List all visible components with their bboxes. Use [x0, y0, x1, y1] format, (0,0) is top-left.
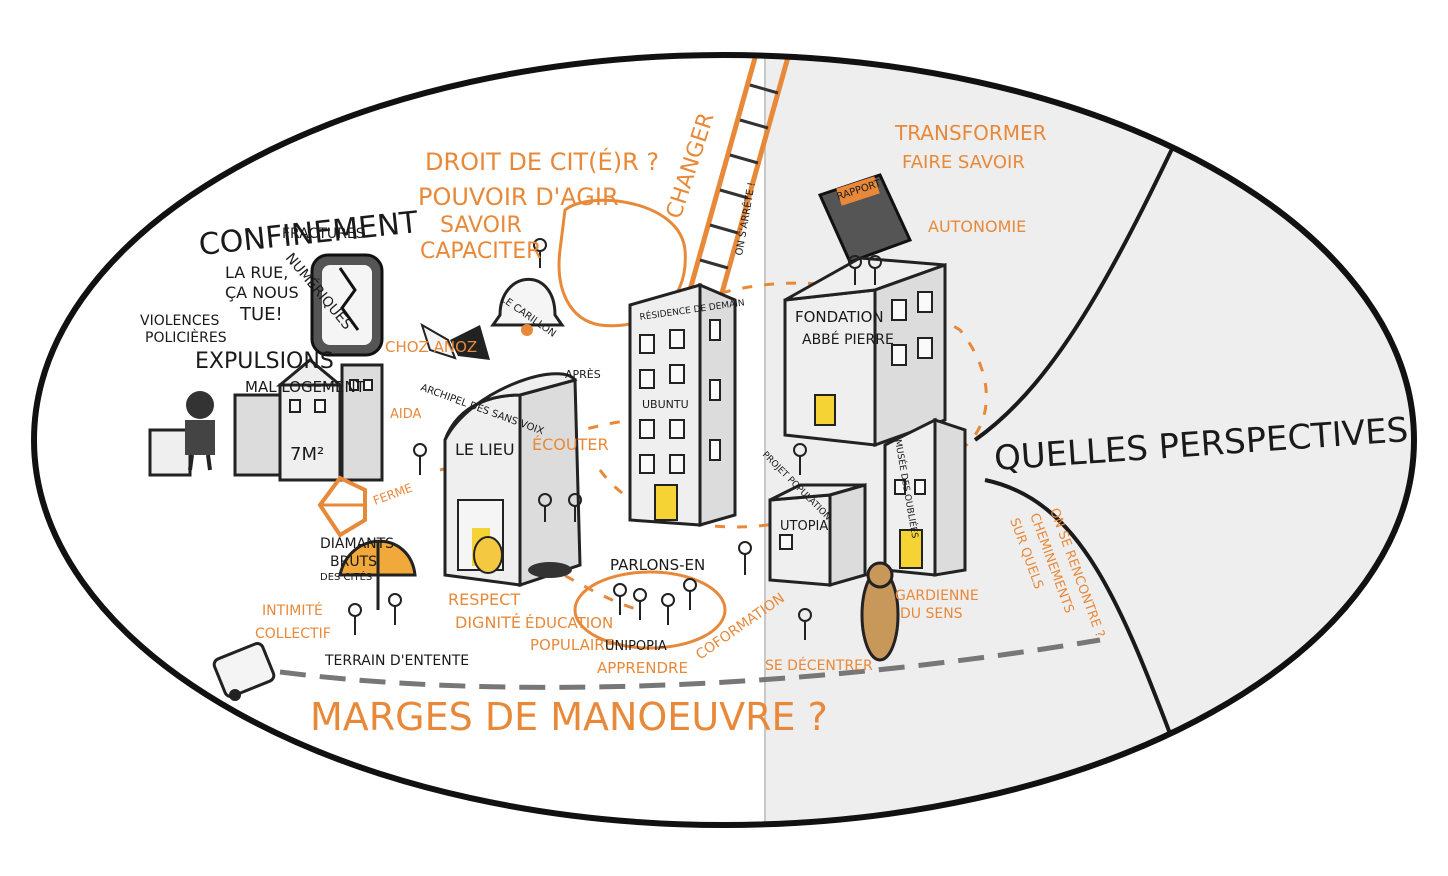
fractures-label: FRACTURES: [282, 226, 365, 242]
expulsions-label: EXPULSIONS: [195, 349, 334, 374]
diamond-icon: [317, 475, 367, 538]
rapport-book-icon: [817, 173, 913, 264]
utopia-building: [768, 483, 867, 587]
bruts-label: BRUTS: [330, 554, 377, 570]
le-lieu-label: LE LIEU: [455, 440, 515, 459]
education-label: ÉDUCATION: [525, 613, 613, 632]
seven-m2-label: 7M²: [290, 444, 324, 465]
des-cites-label: DES CITÉS: [320, 570, 372, 583]
ubuntu-label: UBUNTU: [642, 398, 689, 411]
oval-frame: [31, 52, 1417, 828]
abbe-pierre-label: ABBÉ PIERRE: [802, 331, 894, 348]
capaciter-label: CAPACITER: [420, 239, 541, 264]
unipopia-label: UNIPOPIA: [605, 639, 667, 654]
stick-figures: [348, 238, 882, 640]
umbrella-icon: [338, 539, 417, 610]
diamants-label: DIAMANTS: [320, 536, 394, 552]
se-decentrer-label: SE DÉCENTRER: [765, 657, 873, 674]
dignite-label: DIGNITÉ: [455, 613, 521, 632]
policieres-label: POLICIÈRES: [145, 329, 227, 346]
collectif-label: COLLECTIF: [255, 626, 331, 642]
utopia-label: UTOPIA: [780, 519, 828, 534]
fondation-label: FONDATION: [795, 308, 884, 326]
gardienne-label: GARDIENNE: [895, 588, 979, 604]
lower-path-curve: [984, 478, 1182, 761]
intimite-label: INTIMITÉ: [262, 602, 323, 619]
road-dashed-line: [279, 637, 1101, 690]
broken-phone-icon: [310, 253, 384, 357]
bus-icon: [212, 642, 276, 701]
musee-des-oubliees-building: [883, 417, 967, 577]
ca-nous-label: ÇA NOUS: [225, 283, 299, 302]
ladder-icon: [687, 55, 793, 301]
upper-path-curve: [973, 89, 1202, 442]
connection-line: [598, 469, 841, 529]
ecouter-label: ÉCOUTER: [532, 435, 609, 454]
mal-logement-label: MAL LOGEMENT: [245, 378, 366, 396]
police-officer-figure: [185, 391, 215, 471]
transformer-label: TRANSFORMER: [894, 121, 1047, 145]
du-sens-label: DU SENS: [900, 606, 963, 622]
parlons-en-label: PARLONS-EN: [610, 556, 705, 574]
respect-label: RESPECT: [448, 590, 520, 609]
la-rue-label: LA RUE,: [225, 263, 288, 282]
megaphone-icon: [420, 322, 490, 360]
choz-anoz-label: CHOZ ANOZ: [385, 338, 477, 356]
terrain-dentente-label: TERRAIN D'ENTENTE: [324, 653, 469, 669]
fondation-abbe-pierre-building: [783, 256, 947, 448]
dog-icon: [473, 536, 503, 574]
le-lieu-building: [443, 372, 582, 588]
faire-savoir-label: FAIRE SAVOIR: [902, 152, 1025, 173]
apprendre-label: APPRENDRE: [597, 659, 688, 677]
violences-label: VIOLENCES: [140, 313, 219, 329]
apres-label: APRÈS: [565, 368, 601, 381]
meerkat-icon: [860, 561, 900, 662]
pouvoir-dagir-label: POUVOIR D'AGIR: [418, 183, 619, 211]
aida-label: AIDA: [390, 407, 422, 422]
savoir-label: SAVOIR: [440, 213, 522, 238]
droit-de-cite-label: DROIT DE CIT(É)R ?: [425, 147, 659, 176]
circle-of-people: [573, 570, 727, 650]
marges-de-manoeuvre-label: MARGES DE MANOEUVRE ?: [310, 695, 828, 739]
tue-label: TUE!: [239, 304, 283, 325]
residence-de-demain-building: [628, 282, 737, 527]
cat-icon: [528, 562, 572, 578]
autonomie-label: AUTONOMIE: [928, 217, 1026, 236]
bell-icon: [490, 277, 565, 336]
connection-line: [699, 281, 988, 452]
left-city-skyline: [148, 358, 384, 482]
populaire-label: POPULAIRE: [530, 636, 614, 654]
